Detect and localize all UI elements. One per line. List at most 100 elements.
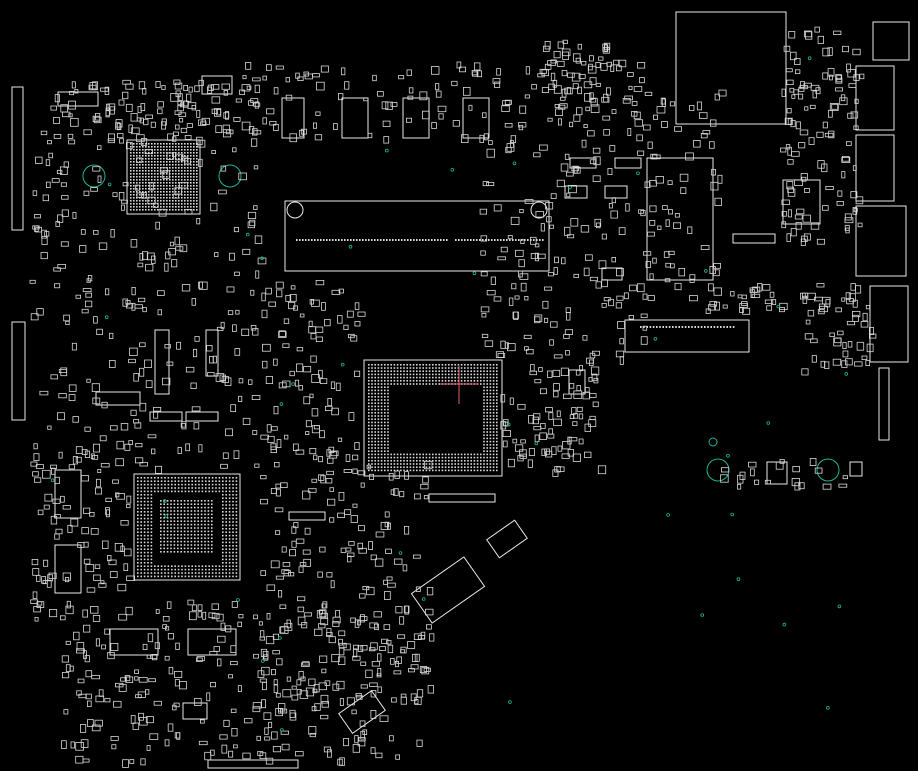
smd-pad [750,289,755,299]
smd-pad [273,461,280,468]
smd-pad [277,703,286,712]
smd-pad [573,114,581,122]
small-ic[interactable] [182,702,208,720]
smd-pad [30,599,38,604]
memory-chip[interactable] [281,97,305,139]
smd-pad [319,430,325,439]
smd-pad [278,708,284,714]
left-edge-connector-top[interactable] [11,86,24,231]
smd-pad [246,85,252,90]
via [236,598,240,602]
smd-pad [116,440,125,450]
crystal-top-left[interactable] [201,75,233,95]
smd-pad [368,541,373,550]
vram-chip[interactable] [54,469,82,519]
smd-pad [135,157,143,163]
small-ic[interactable] [614,157,642,169]
smd-pad [295,363,304,373]
smd-pad [737,483,742,490]
vram-chip[interactable] [54,544,82,594]
cpu-bga[interactable] [363,359,503,477]
smd-pad [425,624,432,630]
smd-pad [202,611,207,620]
memory-chip[interactable] [462,97,490,139]
rotated-connector[interactable] [410,556,486,624]
bottom-edge-connector[interactable] [207,759,299,769]
small-ic[interactable] [601,267,623,281]
connector-bar[interactable] [185,411,219,422]
rotated-connector-small[interactable] [486,519,528,559]
smd-pad [36,308,44,316]
smd-pad [394,661,399,668]
small-ic[interactable] [569,157,597,169]
smd-pad [500,394,506,403]
chip-near-holes[interactable] [766,461,788,485]
smd-pad [343,324,349,331]
smd-pad [109,359,116,368]
rotated-connector-bottom[interactable] [338,690,386,734]
small-ic[interactable] [604,185,628,199]
smd-pad [836,200,844,206]
pch-bga[interactable] [126,139,201,215]
smd-pad [583,267,590,277]
smd-pad [596,222,601,229]
smd-pad [174,236,180,246]
right-chip-qfn[interactable] [782,179,821,225]
smd-pad [211,613,220,620]
smd-pad [305,431,310,436]
connector-bar[interactable] [288,511,326,521]
smd-pad [101,644,106,650]
usb-port[interactable] [855,134,895,202]
port-top-right[interactable] [872,21,910,61]
fpc-connector-right[interactable] [624,319,750,353]
usb-port[interactable] [855,65,895,131]
smd-pad [647,231,655,237]
smd-pad [40,252,48,260]
smd-pad [178,112,187,117]
smd-pad [617,321,625,329]
smd-pad [141,251,149,260]
smd-pad [32,591,38,599]
smd-pad [235,309,240,315]
smd-pad [853,74,860,81]
smd-pad [318,455,323,463]
connector-bar[interactable] [149,411,183,422]
left-edge-connector-mid[interactable] [11,321,26,421]
memory-chip[interactable] [341,97,369,139]
smd-pad [748,461,757,468]
smd-pad [97,175,102,183]
smd-pad [360,730,365,740]
smd-pad [296,596,306,602]
right-card-slot[interactable] [646,157,714,281]
smd-pad [493,296,502,302]
smd-pad [702,130,711,135]
smd-pad [36,575,41,582]
inductor-long[interactable] [95,391,141,406]
inductor[interactable] [205,329,219,377]
via [107,182,112,187]
right-edge-header[interactable] [878,367,890,441]
chip-near-holes[interactable] [849,461,863,477]
smd-pad [317,571,323,578]
gpu-bga[interactable] [133,473,241,581]
smd-pad [339,698,344,706]
smd-pad [384,511,390,518]
vram-chip[interactable] [109,628,159,656]
smd-pad [856,341,865,351]
smd-pad [540,388,547,395]
smd-pad [92,166,101,172]
smd-pad [179,182,188,189]
smd-pad [299,129,304,137]
smd-pad [852,207,858,215]
smd-pad [144,359,152,368]
small-ic[interactable] [564,185,588,199]
smd-pad [348,412,355,421]
rj45-port[interactable] [869,285,909,363]
connector-bar[interactable] [428,493,496,503]
top-right-chip[interactable] [675,11,787,125]
right-connector-small[interactable] [732,233,776,244]
sodimm-slot[interactable] [284,200,550,272]
hdmi-port[interactable] [855,205,907,277]
